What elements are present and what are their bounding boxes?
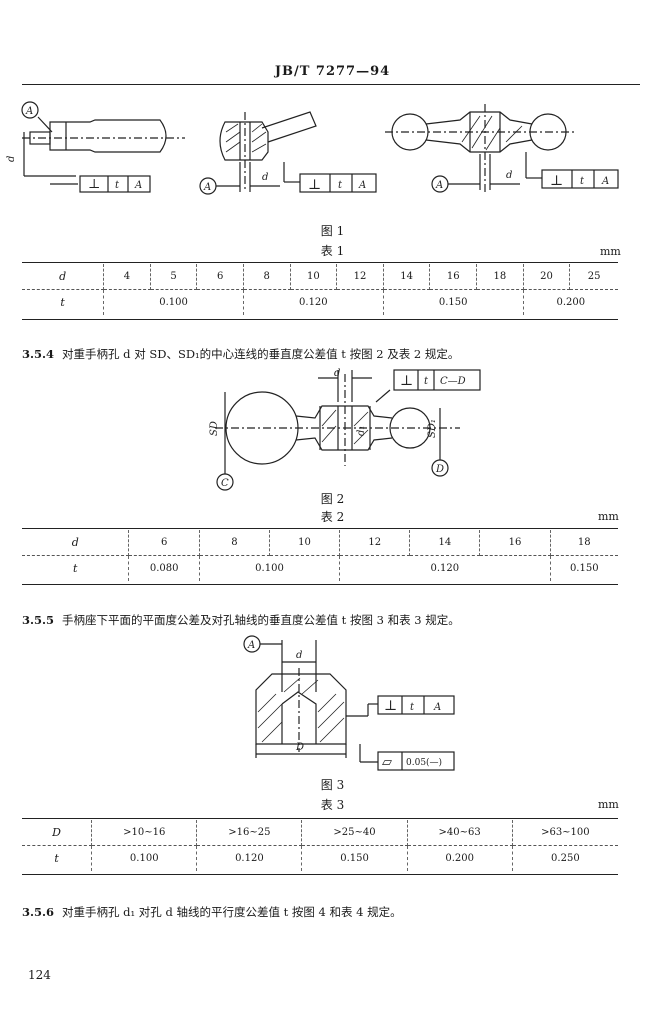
table-1-title: 表 1 [320, 244, 345, 258]
table-cell: 0.100 [91, 845, 198, 871]
figure-2-drawing: d ⊥ t C—D SD d₁ SD₁ C D [209, 368, 481, 491]
fig1-datum-label-2: A [203, 182, 211, 193]
table-cell: 14 [409, 530, 481, 556]
table-cell: 0.150 [383, 289, 524, 315]
header-rule [22, 84, 640, 85]
fig2-SD-label: SD [209, 421, 220, 436]
table-cell: 20 [523, 264, 571, 290]
table-cell: 0.120 [243, 289, 384, 315]
figure-1-drawing: A d ⊥ t A A d ⊥ t A A d ⊥ t A [6, 101, 619, 195]
table-3-title: 表 3 [320, 798, 345, 812]
table-3-header-label: D [22, 820, 93, 846]
table-3-row-label: t [22, 845, 93, 871]
table-cell: 0.150 [301, 845, 408, 871]
table-2: d 6 8 10 12 14 16 18 t 0.080 0.100 0.120… [22, 530, 618, 581]
table-cell: 8 [199, 530, 270, 556]
table-cell: 12 [336, 264, 384, 290]
standard-code-header: JB/T 7277—94 [274, 64, 391, 79]
table-cell: 0.080 [128, 555, 200, 581]
fig1-ref-1: A [134, 180, 142, 191]
fig2-datum-C: C [221, 478, 229, 489]
table-cell: 0.100 [199, 555, 341, 581]
table-cell: 18 [550, 530, 618, 556]
figure-3-drawing: A d D ⊥ t A ▱ 0.05(—) [243, 635, 455, 771]
fig2-d-label: d [334, 368, 340, 379]
fig1-datum-label-3: A [435, 180, 443, 191]
fig3-symbol: ⊥ [384, 698, 397, 714]
page-number: 124 [28, 968, 51, 982]
fig3-t: t [410, 702, 415, 713]
table-cell: 16 [479, 530, 551, 556]
fig3-D-label: D [295, 742, 304, 753]
fig2-datum-D: D [435, 464, 444, 475]
table-cell: 12 [339, 530, 411, 556]
table-cell: 10 [290, 264, 338, 290]
table-2-row-label: t [22, 555, 130, 581]
table-cell: >10~16 [91, 820, 198, 846]
fig3-datum-label: A [247, 640, 255, 651]
table-cell: 0.200 [556, 297, 586, 308]
figure-2-caption: 图 2 [320, 492, 345, 506]
fig1-t-3: t [580, 176, 585, 187]
table-3: D >10~16 >16~25 >25~40 >40~63 >63~100 t … [22, 820, 618, 871]
fig3-flat-tol: 0.05(—) [406, 757, 442, 768]
table-cell: 0.120 [339, 555, 551, 581]
table-cell: >63~100 [512, 820, 618, 846]
table-cell: 0.150 [569, 563, 599, 574]
fig2-t: t [424, 376, 429, 387]
fig1-t-1: t [115, 180, 120, 191]
fig1-datum-label-1: A [25, 106, 33, 117]
fig1-symbol-3: ⊥ [550, 173, 563, 189]
fig1-d-label-1: d [6, 156, 17, 162]
table-cell: >40~63 [407, 820, 513, 846]
table-1: d 4 5 6 8 10 12 14 16 18 20 25 t 0.100 0… [22, 264, 618, 315]
fig3-flat-symbol: ▱ [382, 755, 392, 770]
table-cell: 8 [243, 264, 291, 290]
table-1-unit: mm [600, 245, 621, 258]
fig1-t-2: t [338, 180, 343, 191]
table-cell: 0.120 [196, 845, 303, 871]
fig1-ref-2: A [358, 180, 366, 191]
figure-3-caption: 图 3 [320, 778, 345, 792]
fig2-symbol: ⊥ [400, 373, 413, 389]
table-cell: 14 [383, 264, 431, 290]
table-cell: >25~40 [301, 820, 408, 846]
table-2-unit: mm [598, 510, 619, 523]
table-3-unit: mm [598, 798, 619, 811]
figure-1-caption: 图 1 [320, 224, 345, 238]
fig2-ref: C—D [440, 376, 466, 387]
fig1-symbol-2: ⊥ [308, 177, 321, 193]
table-cell: >16~25 [196, 820, 303, 846]
table-cell: 18 [476, 264, 524, 290]
table-cell: 6 [128, 530, 200, 556]
table-cell: 0.100 [103, 289, 244, 315]
table-cell: 0.200 [407, 845, 513, 871]
fig2-d1-label: d₁ [356, 426, 367, 436]
fig1-d-label-3: d [506, 170, 512, 181]
table-cell: 16 [429, 264, 478, 290]
fig1-symbol-1: ⊥ [88, 177, 100, 192]
table-cell: 0.250 [551, 853, 580, 864]
table-cell: 6 [196, 264, 244, 290]
table-cell: 4 [103, 264, 151, 290]
table-1-row-label: t [22, 289, 105, 315]
table-2-header-label: d [22, 530, 130, 556]
table-cell: 25 [569, 264, 618, 290]
table-cell: 5 [150, 264, 198, 290]
fig2-SD1-label: SD₁ [427, 419, 438, 438]
fig3-ref: A [433, 702, 441, 713]
table-1-header-label: d [22, 264, 105, 290]
fig3-d-label: d [296, 650, 302, 661]
table-2-title: 表 2 [320, 510, 345, 524]
fig1-ref-3: A [601, 176, 609, 187]
table-cell: 10 [269, 530, 341, 556]
fig1-d-label-2: d [262, 172, 268, 183]
